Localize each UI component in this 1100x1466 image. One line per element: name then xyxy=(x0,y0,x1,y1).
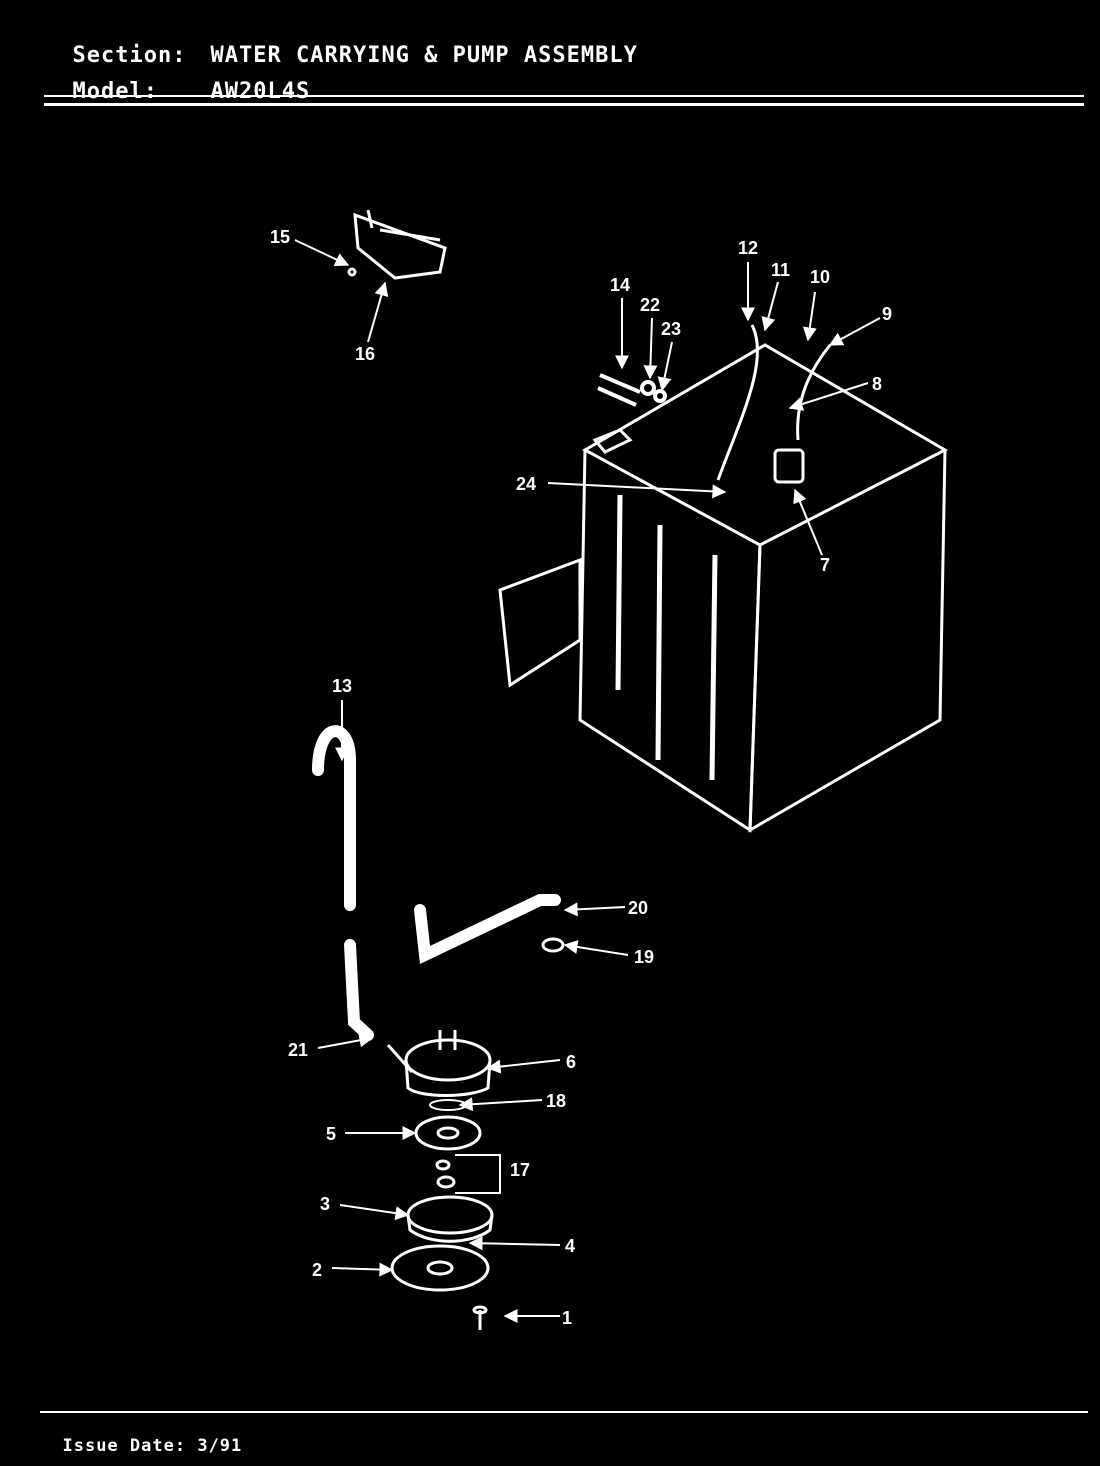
header-rule-top xyxy=(44,95,1084,97)
callout-4: 4 xyxy=(565,1236,575,1256)
pump-outlet-hose xyxy=(414,894,561,965)
callout-13: 13 xyxy=(332,676,352,696)
callout-17: 17 xyxy=(510,1160,530,1180)
callout-15: 15 xyxy=(270,227,290,247)
callout-18: 18 xyxy=(546,1091,566,1111)
issue-date-value: 3/91 xyxy=(197,1436,243,1456)
pump-housing xyxy=(386,1030,492,1097)
callout-1: 1 xyxy=(562,1308,572,1328)
footer-rule xyxy=(40,1411,1088,1413)
callout-16: 16 xyxy=(355,344,375,364)
callout-21: 21 xyxy=(288,1040,308,1060)
callout-23: 23 xyxy=(661,319,681,339)
issue-date-label: Issue Date: xyxy=(62,1436,187,1456)
mounting-plate xyxy=(390,1244,490,1292)
section-label: Section: xyxy=(72,43,187,68)
washer-cabinet xyxy=(498,343,949,833)
callout-14: 14 xyxy=(610,275,630,295)
screw xyxy=(472,1305,488,1330)
callout-6: 6 xyxy=(566,1052,576,1072)
model-label: Model: xyxy=(72,79,158,104)
callout-labels: 1 2 3 4 5 6 7 8 9 10 11 12 13 14 15 16 1… xyxy=(270,227,892,1328)
callout-10: 10 xyxy=(810,267,830,287)
mounting-bracket xyxy=(347,209,447,280)
callout-12: 12 xyxy=(738,238,758,258)
callout-22: 22 xyxy=(640,295,660,315)
section-title: WATER CARRYING & PUMP ASSEMBLY xyxy=(210,43,638,68)
callout-11: 11 xyxy=(771,260,790,280)
impeller xyxy=(414,1115,482,1151)
wire-and-hose xyxy=(716,324,832,484)
hose-clamp xyxy=(541,937,565,953)
callout-9: 9 xyxy=(882,304,892,324)
callout-8: 8 xyxy=(872,374,882,394)
callouts xyxy=(294,239,881,1323)
callout-19: 19 xyxy=(634,947,654,967)
inlet-hoses xyxy=(597,373,667,407)
model-number: AW20L4S xyxy=(210,79,311,104)
pump-base xyxy=(406,1195,494,1243)
section-line: Section: WATER CARRYING & PUMP ASSEMBLY xyxy=(44,18,638,68)
drain-hose xyxy=(312,725,374,1041)
callout-3: 3 xyxy=(320,1194,330,1214)
issue-date: Issue Date: 3/91 xyxy=(40,1416,242,1456)
callout-5: 5 xyxy=(326,1124,336,1144)
model-line: Model: AW20L4S xyxy=(44,54,310,104)
callout-20: 20 xyxy=(628,898,648,918)
callout-24: 24 xyxy=(516,474,536,494)
seal-kit xyxy=(435,1154,501,1194)
header-rule-bottom xyxy=(44,103,1084,106)
callout-7: 7 xyxy=(820,555,830,575)
callout-2: 2 xyxy=(312,1260,322,1280)
